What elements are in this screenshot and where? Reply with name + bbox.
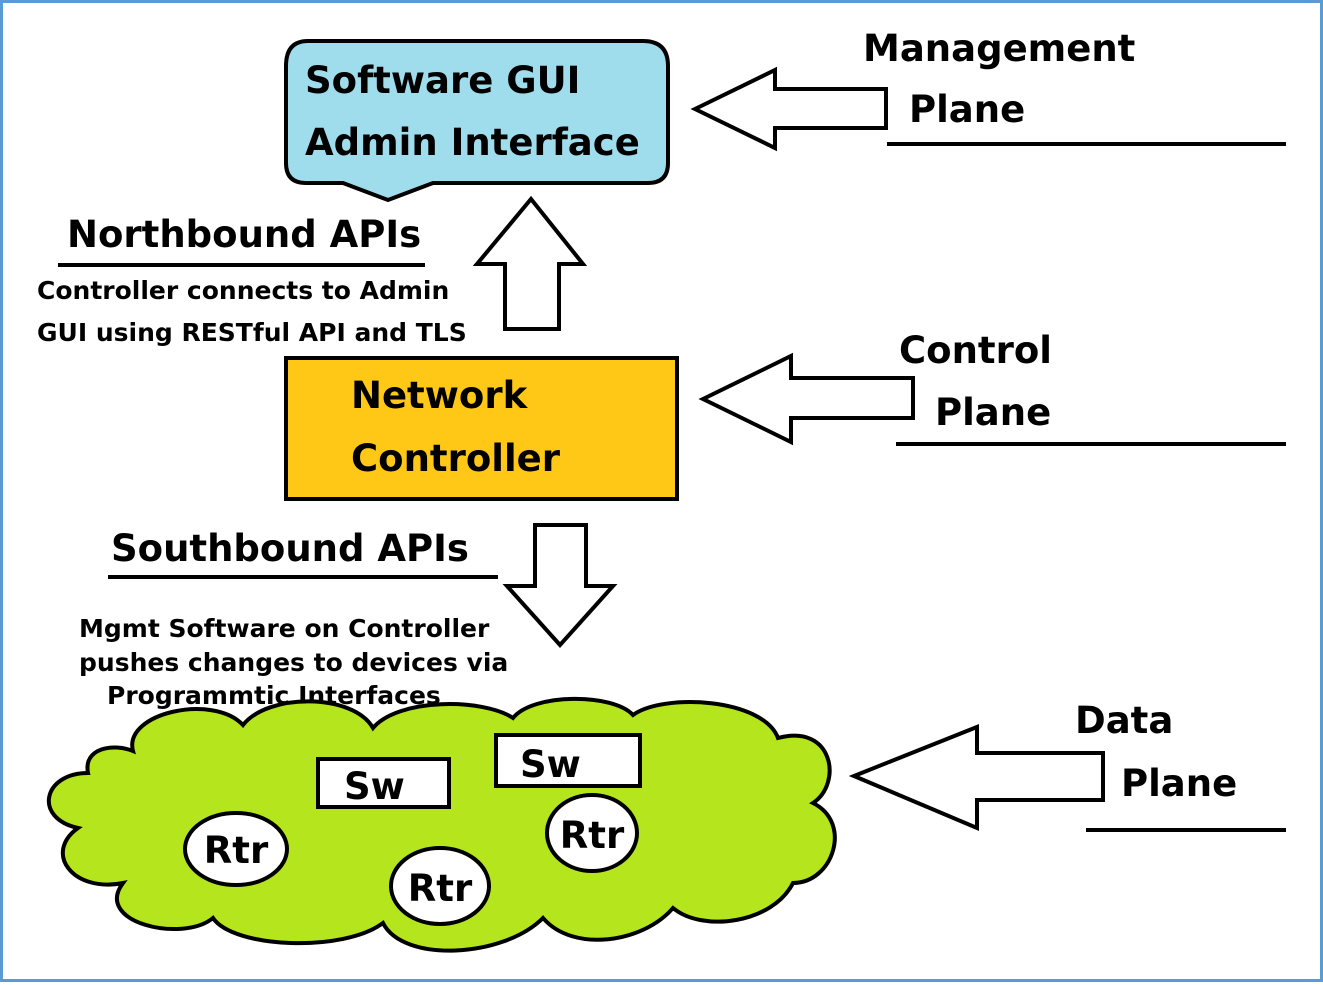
switch-node: Sw: [494, 733, 642, 788]
northbound-title: Northbound APIs: [67, 213, 421, 256]
gui-callout-shape: [284, 39, 670, 203]
gui-box-title-line2: Admin Interface: [305, 121, 640, 164]
switch-label: Sw: [344, 765, 405, 808]
router-ellipse: [183, 811, 289, 887]
switch-label: Sw: [520, 743, 581, 786]
data-plane-label-line1: Data: [1075, 699, 1173, 742]
arrow-up-icon: [472, 195, 588, 331]
router-node: Rtr: [389, 846, 491, 926]
southbound-api-group: Southbound APIs Mgmt Software on Control…: [79, 523, 618, 710]
switch-rect: [494, 733, 642, 788]
router-label: Rtr: [408, 867, 473, 910]
gui-box-title-line1: Software GUI: [305, 59, 580, 102]
arrow-left-icon: [848, 724, 1105, 832]
management-plane-label-line1: Management: [863, 27, 1135, 70]
southbound-desc-line2: pushes changes to devices via: [79, 648, 508, 677]
northbound-desc-line2: GUI using RESTful API and TLS: [37, 318, 467, 347]
control-plane-group: Control Plane: [698, 329, 1286, 446]
northbound-api-group: Northbound APIs Controller connects to A…: [37, 195, 588, 347]
data-plane-group: Data Plane: [848, 699, 1286, 832]
data-plane-label-line2: Plane: [1121, 762, 1237, 805]
router-ellipse: [389, 846, 491, 926]
southbound-desc-line1: Mgmt Software on Controller: [79, 614, 490, 643]
northbound-desc-line1: Controller connects to Admin: [37, 276, 449, 305]
network-controller-box: Network Controller: [284, 356, 679, 501]
router-node: Rtr: [545, 793, 639, 873]
controller-rect: [284, 356, 679, 501]
sdn-architecture-diagram: Software GUI Admin Interface Management …: [37, 27, 1286, 953]
management-plane-group: Management Plane: [690, 27, 1286, 152]
router-ellipse: [545, 793, 639, 873]
southbound-title: Southbound APIs: [111, 527, 469, 570]
arrow-left-icon: [690, 66, 888, 152]
switch-rect: [316, 757, 451, 809]
controller-title-line1: Network: [351, 374, 529, 417]
control-plane-label-line2: Plane: [935, 391, 1051, 434]
switch-node: Sw: [316, 757, 451, 809]
arrow-down-icon: [502, 523, 618, 648]
router-label: Rtr: [204, 829, 269, 872]
router-node: Rtr: [183, 811, 289, 887]
arrow-left-icon: [698, 352, 915, 446]
router-label: Rtr: [560, 814, 625, 857]
data-plane-cloud: Sw Sw Rtr Rtr Rtr: [46, 696, 837, 953]
software-gui-box: Software GUI Admin Interface: [284, 39, 670, 203]
controller-title-line2: Controller: [351, 437, 561, 480]
management-plane-label-line2: Plane: [909, 88, 1025, 131]
control-plane-label-line1: Control: [899, 329, 1052, 372]
